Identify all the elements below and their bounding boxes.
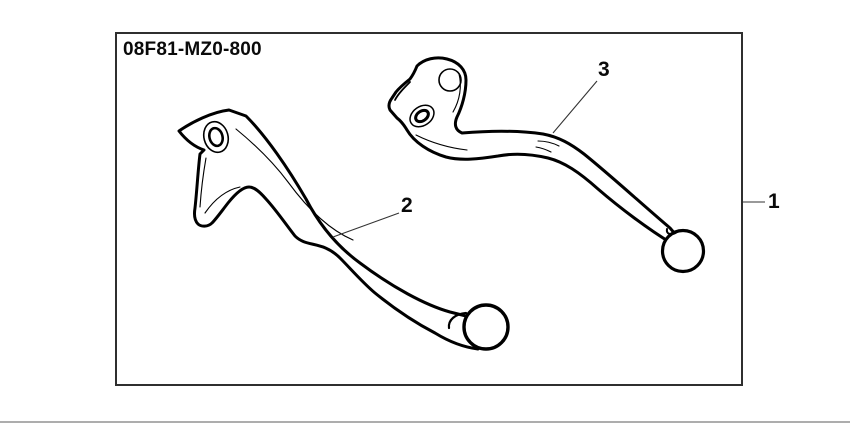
- lever-2-leg-highlight: [199, 157, 207, 208]
- callout-2: 2: [401, 194, 413, 217]
- lever-3-body-crease: [415, 134, 468, 151]
- lever-2-ridge-line: [235, 128, 354, 241]
- lever-2-ball-end: [462, 303, 510, 351]
- bottom-rule: [0, 421, 850, 423]
- lever-3-bend-mark-2: [535, 146, 552, 153]
- lever-3-ball-end: [660, 228, 706, 274]
- lever-3-outline: [387, 56, 678, 245]
- lever-2-crook-highlight: [204, 186, 241, 214]
- part-code-label: 08F81-MZ0-800: [123, 39, 262, 60]
- leader-line-2: [332, 212, 400, 238]
- callout-1: 1: [768, 190, 780, 213]
- lever-3-lobe-contour: [452, 73, 461, 113]
- lever-3-flange-fold: [394, 81, 411, 101]
- lever-3-drawing: [387, 56, 706, 274]
- leader-line-3: [552, 80, 598, 134]
- lever-2-pivot-hole-inner: [208, 126, 224, 148]
- lever-2-drawing: [177, 108, 510, 351]
- lever-3-ball-hook: [665, 228, 678, 236]
- lever-3-pivot-hole-ring: [414, 108, 430, 124]
- lever-2-outline: [177, 108, 480, 351]
- lever-3-bend-mark-1: [537, 140, 560, 147]
- callout-3: 3: [598, 58, 610, 81]
- lever-2-ball-hook: [447, 311, 468, 330]
- lever-3-perch-hole: [438, 68, 462, 92]
